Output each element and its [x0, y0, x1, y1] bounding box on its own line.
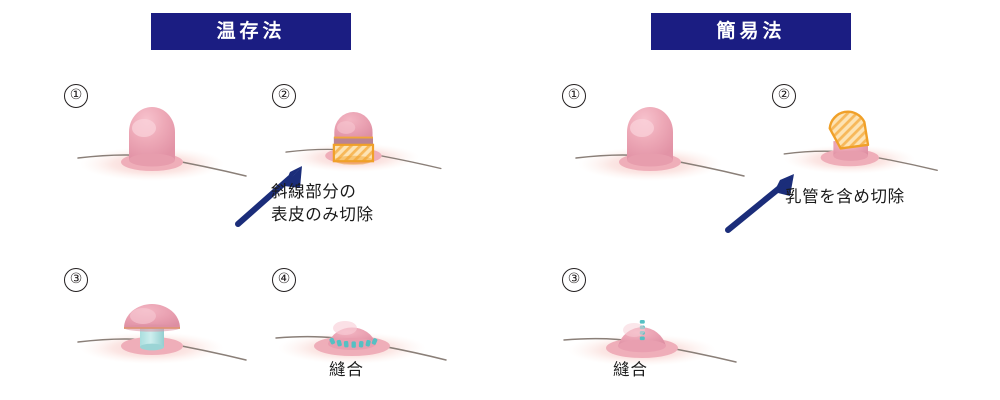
illustration-nipple-flattened-sutured — [275, 321, 447, 364]
column-title-banner-preservation: 温存法 — [151, 13, 351, 50]
illustration-nipple-hatched-base-band — [285, 112, 442, 173]
suture-stitches — [329, 337, 378, 348]
panel-preservation-step-1: ① — [60, 84, 260, 194]
illustration-nipple-intact — [77, 107, 247, 181]
step-number: ③ — [562, 268, 586, 292]
step-number: ① — [562, 84, 586, 108]
column-title-text: 温存法 — [216, 20, 286, 42]
annotation-text-simple: 乳管を含め切除 — [785, 187, 905, 206]
hatched-excision-region — [332, 143, 375, 163]
panel-preservation-step-4: ④ — [268, 268, 468, 378]
hatched-excision-region — [828, 110, 870, 150]
column-title-text: 簡易法 — [716, 20, 786, 42]
step-number: ③ — [64, 268, 88, 292]
suture-label-preservation: 縫合 — [329, 360, 364, 379]
panel-preservation-step-3: ③ — [60, 268, 260, 378]
column-title-banner-simple: 簡易法 — [651, 13, 851, 50]
annotation-arrow-left — [235, 166, 302, 227]
illustration-nipple-intact — [575, 107, 745, 181]
annotation-text-preservation: 斜線部分の 表皮のみ切除 — [271, 182, 374, 224]
illustration-nipple-flattened-vertical-suture — [563, 320, 737, 366]
step-number: ② — [272, 84, 296, 108]
step-number: ② — [772, 84, 796, 108]
step-number: ④ — [272, 268, 296, 292]
panel-simple-step-2: ② — [725, 84, 968, 233]
panel-simple-step-3: ③ — [558, 268, 758, 378]
illustration-nipple-hatched-wedge — [783, 110, 938, 174]
panel-simple-step-1: ① — [558, 84, 758, 194]
suture-label-simple: 縫合 — [613, 360, 648, 379]
illustration-nipple-mushroom-cyan-stalk — [77, 304, 247, 364]
annotation-arrow-right — [725, 174, 794, 233]
panel-preservation-step-2: ② — [235, 84, 468, 227]
step-number: ① — [64, 84, 88, 108]
